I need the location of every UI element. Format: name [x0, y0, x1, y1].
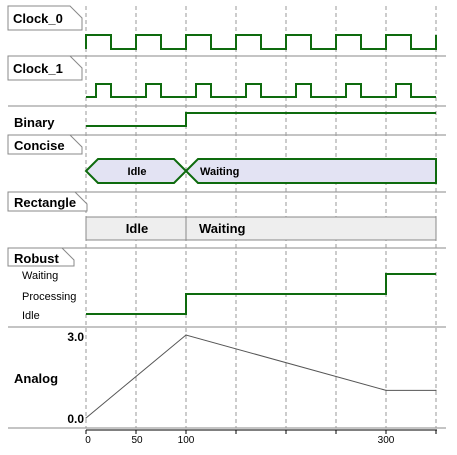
analog-points: [85, 334, 437, 419]
clock-0-row: Clock_0: [7, 5, 437, 50]
robust-state-idle: Idle: [22, 310, 40, 322]
concise-waiting-text: Waiting: [200, 166, 239, 178]
time-axis-ticks: [85, 430, 437, 434]
analog-waveform: [85, 334, 436, 419]
concise-label: Concise: [14, 138, 65, 153]
binary-label: Binary: [14, 115, 55, 130]
binary-row: Binary: [14, 112, 436, 130]
clock-0-waveform: [85, 34, 437, 50]
rectangle-waiting-text: Waiting: [199, 221, 246, 236]
concise-idle-text: Idle: [128, 166, 147, 178]
analog-label: Analog: [14, 371, 58, 386]
analog-point-300: [385, 389, 387, 391]
concise-row: Concise Idle Waiting: [7, 134, 437, 184]
robust-state-processing: Processing: [22, 291, 76, 303]
rectangle-state-waiting: [185, 216, 437, 241]
robust-state-waiting: Waiting: [22, 270, 58, 282]
clock-0-label: Clock_0: [13, 11, 63, 26]
tick-label-0: 0: [85, 435, 91, 446]
clock-0-label-box: [7, 5, 83, 31]
analog-max-label: 3.0: [67, 330, 84, 344]
row-separators: [8, 55, 446, 429]
clock-1-label-box: [7, 55, 83, 81]
rectangle-label-box: [7, 191, 88, 212]
analog-point-0: [85, 417, 87, 419]
tick-label-100: 100: [178, 435, 195, 446]
robust-waveform: [86, 273, 436, 315]
analog-min-label: 0.0: [67, 412, 84, 426]
analog-point-100: [185, 334, 187, 336]
robust-row: Robust Waiting Processing Idle: [7, 247, 436, 322]
time-axis: 0 50 100 300: [85, 429, 437, 446]
binary-waveform: [86, 112, 436, 127]
concise-label-box: [7, 134, 83, 155]
rectangle-idle-text: Idle: [126, 221, 148, 236]
concise-state-waiting: [184, 158, 437, 184]
clock-1-waveform: [86, 83, 436, 98]
robust-label-box: [7, 247, 75, 267]
rectangle-label: Rectangle: [14, 195, 76, 210]
robust-label: Robust: [14, 251, 59, 266]
clock-1-label: Clock_1: [13, 61, 63, 76]
analog-row: Analog 3.0 0.0: [14, 330, 437, 426]
tick-label-300: 300: [378, 435, 395, 446]
rectangle-row: Rectangle Idle Waiting: [7, 191, 437, 241]
clock-1-row: Clock_1: [7, 55, 436, 98]
tick-label-50: 50: [131, 435, 143, 446]
analog-point-350: [435, 389, 437, 391]
